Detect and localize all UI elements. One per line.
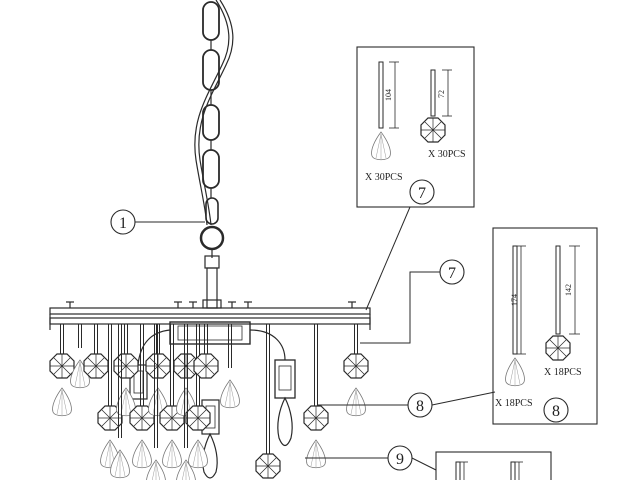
octagon-crystal <box>83 353 109 379</box>
quantity-label: X 30PCS <box>428 149 466 160</box>
pendant <box>146 324 166 480</box>
teardrop-crystal <box>132 439 152 469</box>
callout-1-number: 1 <box>119 215 127 232</box>
dimension-72: 72 <box>437 90 446 98</box>
callout-1: 1 <box>110 209 205 235</box>
callout-9: 9 <box>305 445 552 480</box>
part-7-detail-box: 104 72 X 30PCS X 30PCS 7 <box>356 46 475 311</box>
pendant <box>176 324 196 480</box>
callout-9-number: 9 <box>396 451 404 468</box>
pendant <box>220 324 240 409</box>
chain-link <box>202 1 220 41</box>
octagon-crystal <box>193 353 219 379</box>
octagon-crystal <box>303 405 329 431</box>
teardrop-crystal <box>52 387 72 417</box>
octagon-crystal <box>255 453 281 479</box>
pendant <box>255 324 281 479</box>
quantity-label: X 30PCS <box>365 172 403 183</box>
callout-7-number: 7 <box>418 185 426 202</box>
teardrop-crystal <box>346 387 366 417</box>
quantity-label: X 18PCS <box>544 367 582 378</box>
pendant <box>110 324 130 479</box>
pendant <box>97 324 123 469</box>
part-9-detail-box <box>435 451 552 480</box>
dimension-142: 142 <box>564 284 573 296</box>
pendant <box>343 324 369 417</box>
teardrop-crystal <box>306 439 326 469</box>
callout-8-number: 8 <box>552 403 560 420</box>
octagon-crystal <box>185 405 211 431</box>
pendant <box>83 324 109 379</box>
pendant <box>113 324 139 417</box>
part-8-detail-box: 174 142 X 18PCS X 18PCS 8 <box>492 227 598 425</box>
quantity-label: X 18PCS <box>495 398 533 409</box>
chandelier-frame <box>49 301 371 366</box>
chain-link <box>202 149 220 189</box>
callout-7-arm: 7 <box>360 259 465 344</box>
dimension-174: 174 <box>510 294 519 306</box>
octagon-crystal <box>113 353 139 379</box>
teardrop-crystal <box>162 439 182 469</box>
callout-8-number: 8 <box>416 398 424 415</box>
dimension-104: 104 <box>384 89 393 101</box>
pendant <box>193 324 219 379</box>
pendant <box>303 324 329 469</box>
pendant <box>145 324 171 417</box>
pendant <box>49 324 75 417</box>
callout-7-number: 7 <box>448 265 456 282</box>
pendant <box>70 324 90 389</box>
octagon-crystal <box>343 353 369 379</box>
crystal-pendants <box>49 324 369 480</box>
hanging-chain <box>194 0 234 226</box>
teardrop-crystal <box>220 379 240 409</box>
hook-and-loop <box>199 197 225 309</box>
pendant <box>129 324 155 469</box>
octagon-crystal <box>49 353 75 379</box>
teardrop-crystal <box>188 439 208 469</box>
callout-8-side: 8 <box>318 391 496 418</box>
